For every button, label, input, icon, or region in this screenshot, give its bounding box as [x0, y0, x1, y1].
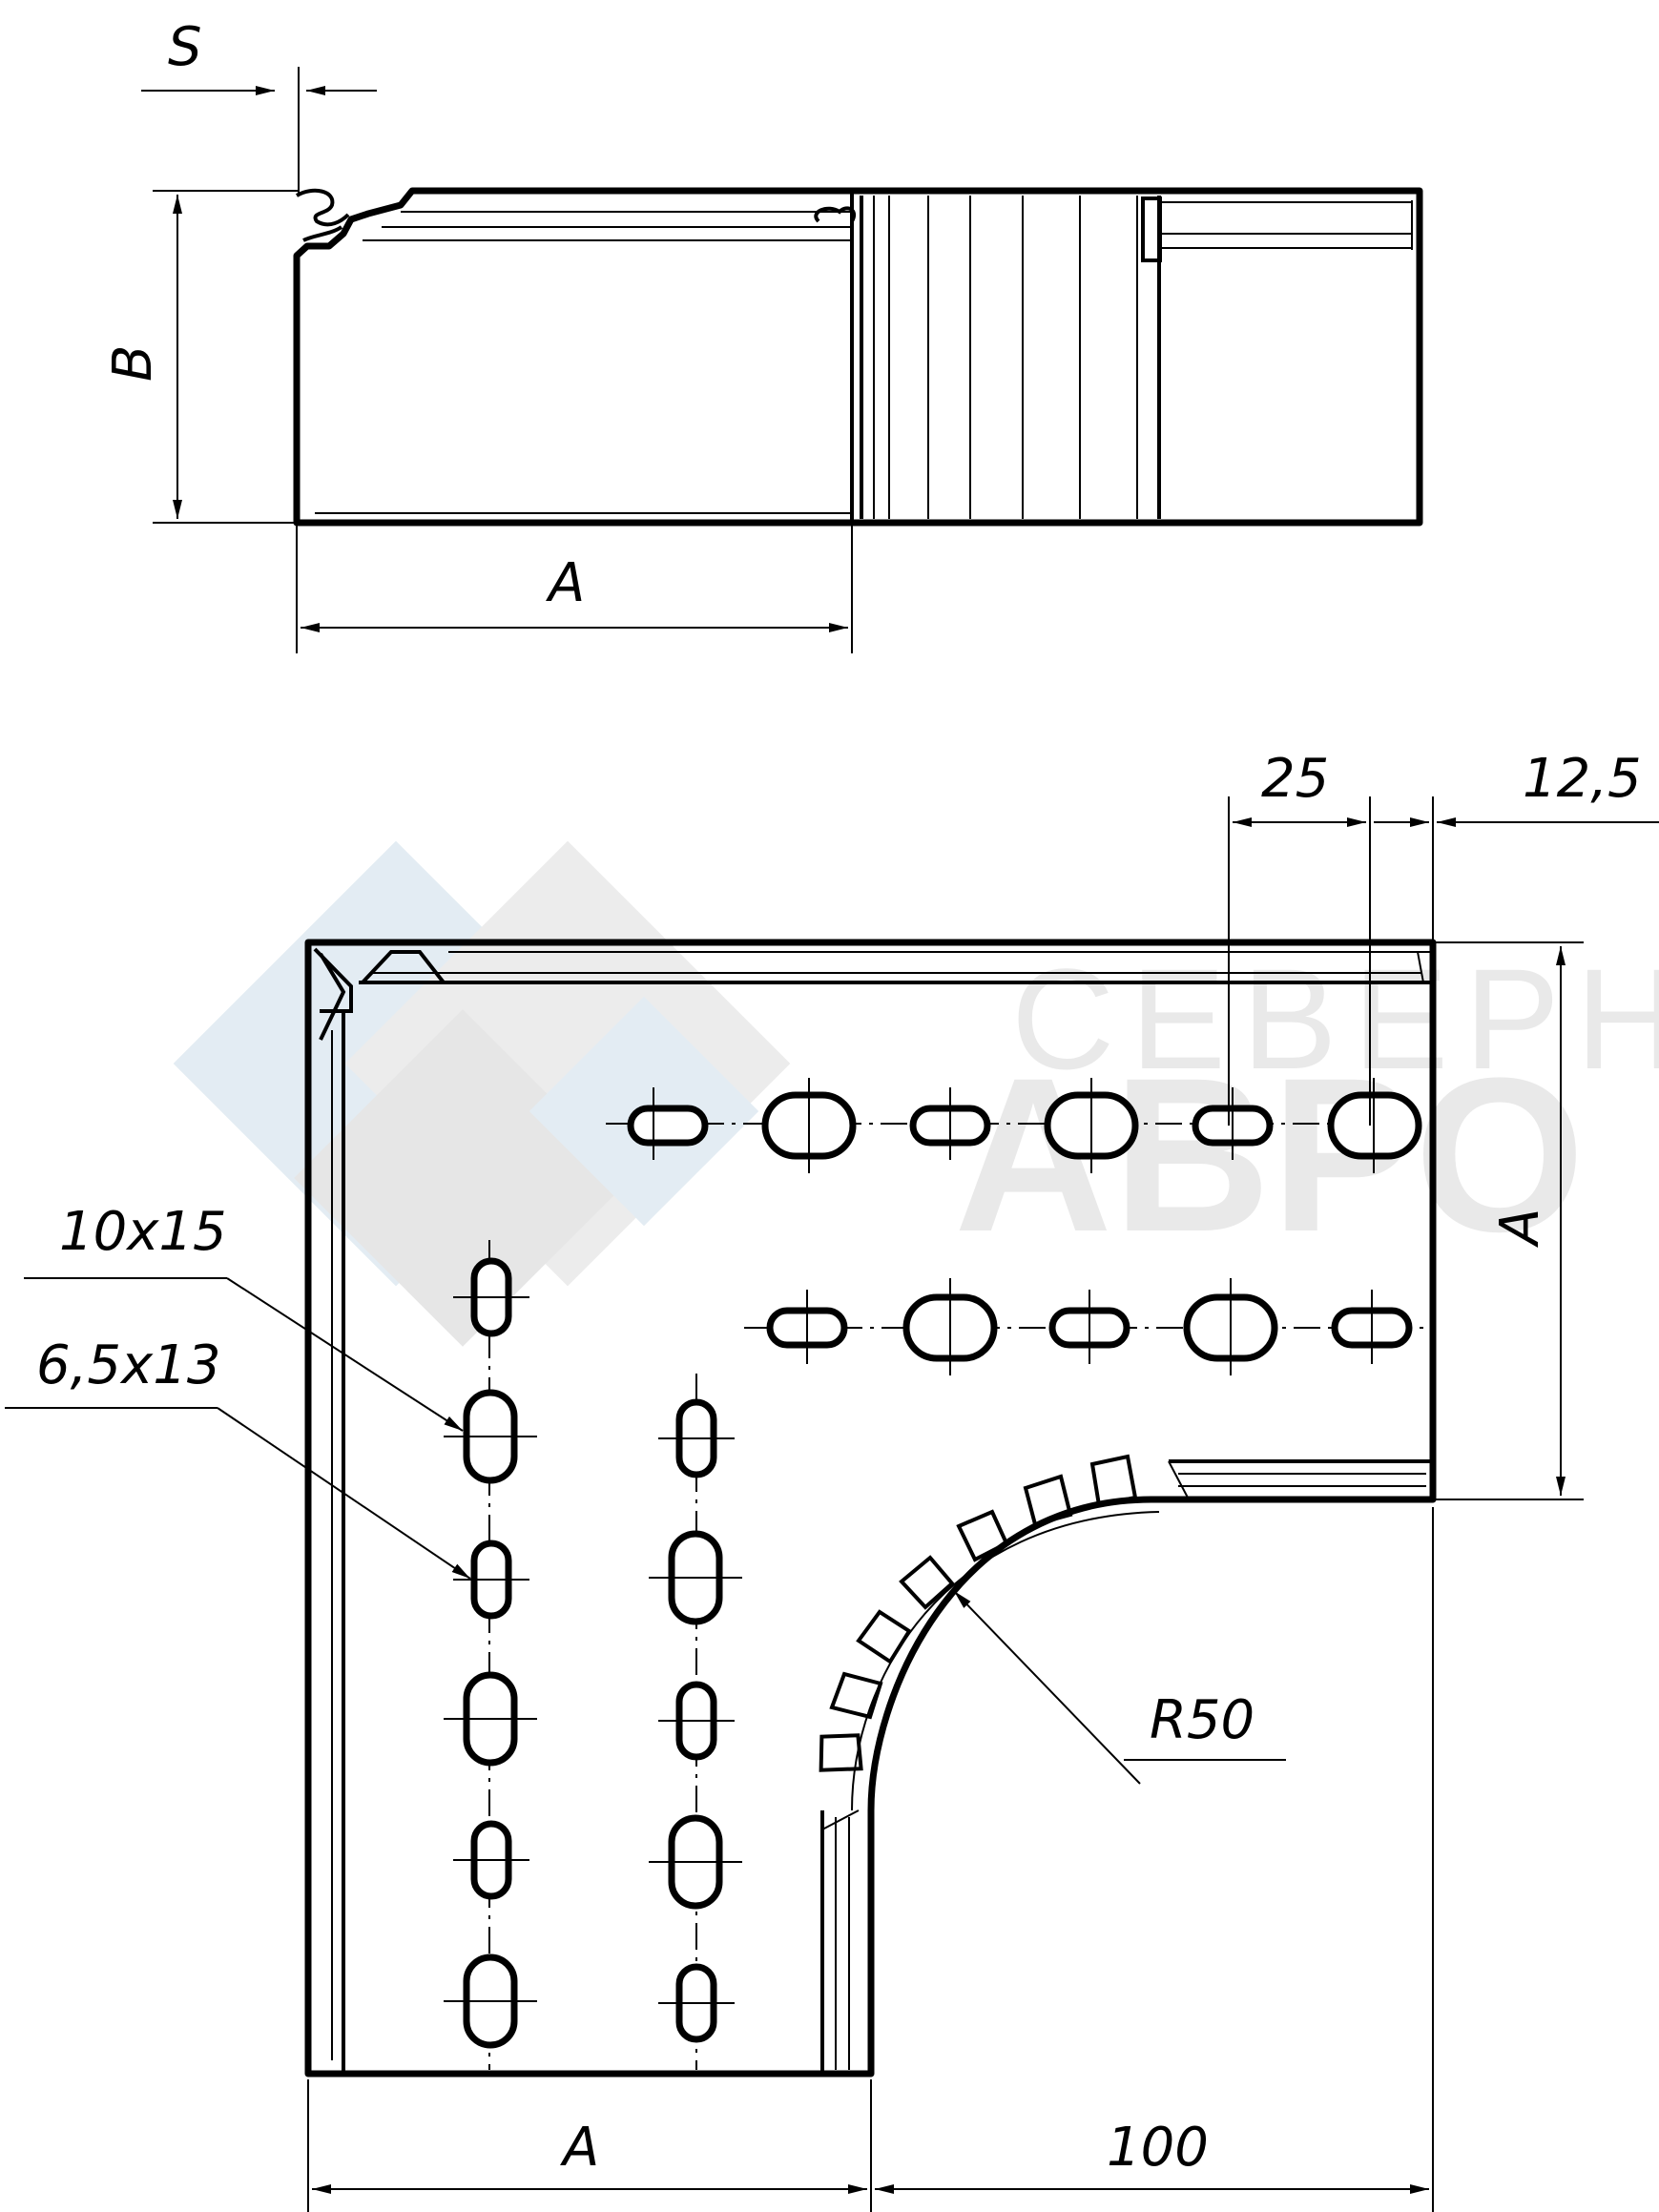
- dim-25: 25: [1228, 748, 1371, 1126]
- watermark-line2: АВРО: [954, 1032, 1585, 1277]
- dim-b-label: B: [102, 345, 164, 382]
- plan-view: 25 12,5 A A 100 10x15: [5, 748, 1659, 2212]
- dim-12-5: 12,5: [1374, 748, 1659, 944]
- slot-small: [627, 1105, 709, 1147]
- elbow-outline: [304, 939, 1437, 2078]
- side-view: S B A: [102, 16, 1423, 653]
- dim-12-5-label: 12,5: [1523, 748, 1642, 810]
- hole-small-label: 6,5x13: [36, 1334, 220, 1396]
- hole-crosses: [444, 1078, 1375, 2004]
- dim-s-label: S: [168, 16, 202, 78]
- leader-6-5x13: 6,5x13: [5, 1334, 471, 1580]
- leader-r50: R50: [953, 1590, 1286, 1785]
- dim-b: B: [102, 190, 298, 524]
- dim-a-top-label: A: [546, 552, 585, 614]
- radius-label: R50: [1150, 1689, 1255, 1751]
- dim-25-label: 25: [1261, 748, 1329, 810]
- bend-teeth: [819, 1454, 1138, 1772]
- dim-a-bottom-label: A: [560, 2117, 599, 2179]
- dim-a-top: A: [296, 525, 853, 653]
- dim-a-right-label: A: [1489, 1209, 1551, 1248]
- dim-a-bottom: A 100: [307, 1507, 1434, 2212]
- dim-100-label: 100: [1107, 2117, 1209, 2179]
- bend-segments: [860, 196, 1413, 519]
- dim-s: S: [141, 16, 377, 196]
- hole-large-label: 10x15: [59, 1201, 227, 1263]
- dim-a-right: A: [1436, 941, 1584, 1500]
- leader-10x15: 10x15: [24, 1201, 464, 1432]
